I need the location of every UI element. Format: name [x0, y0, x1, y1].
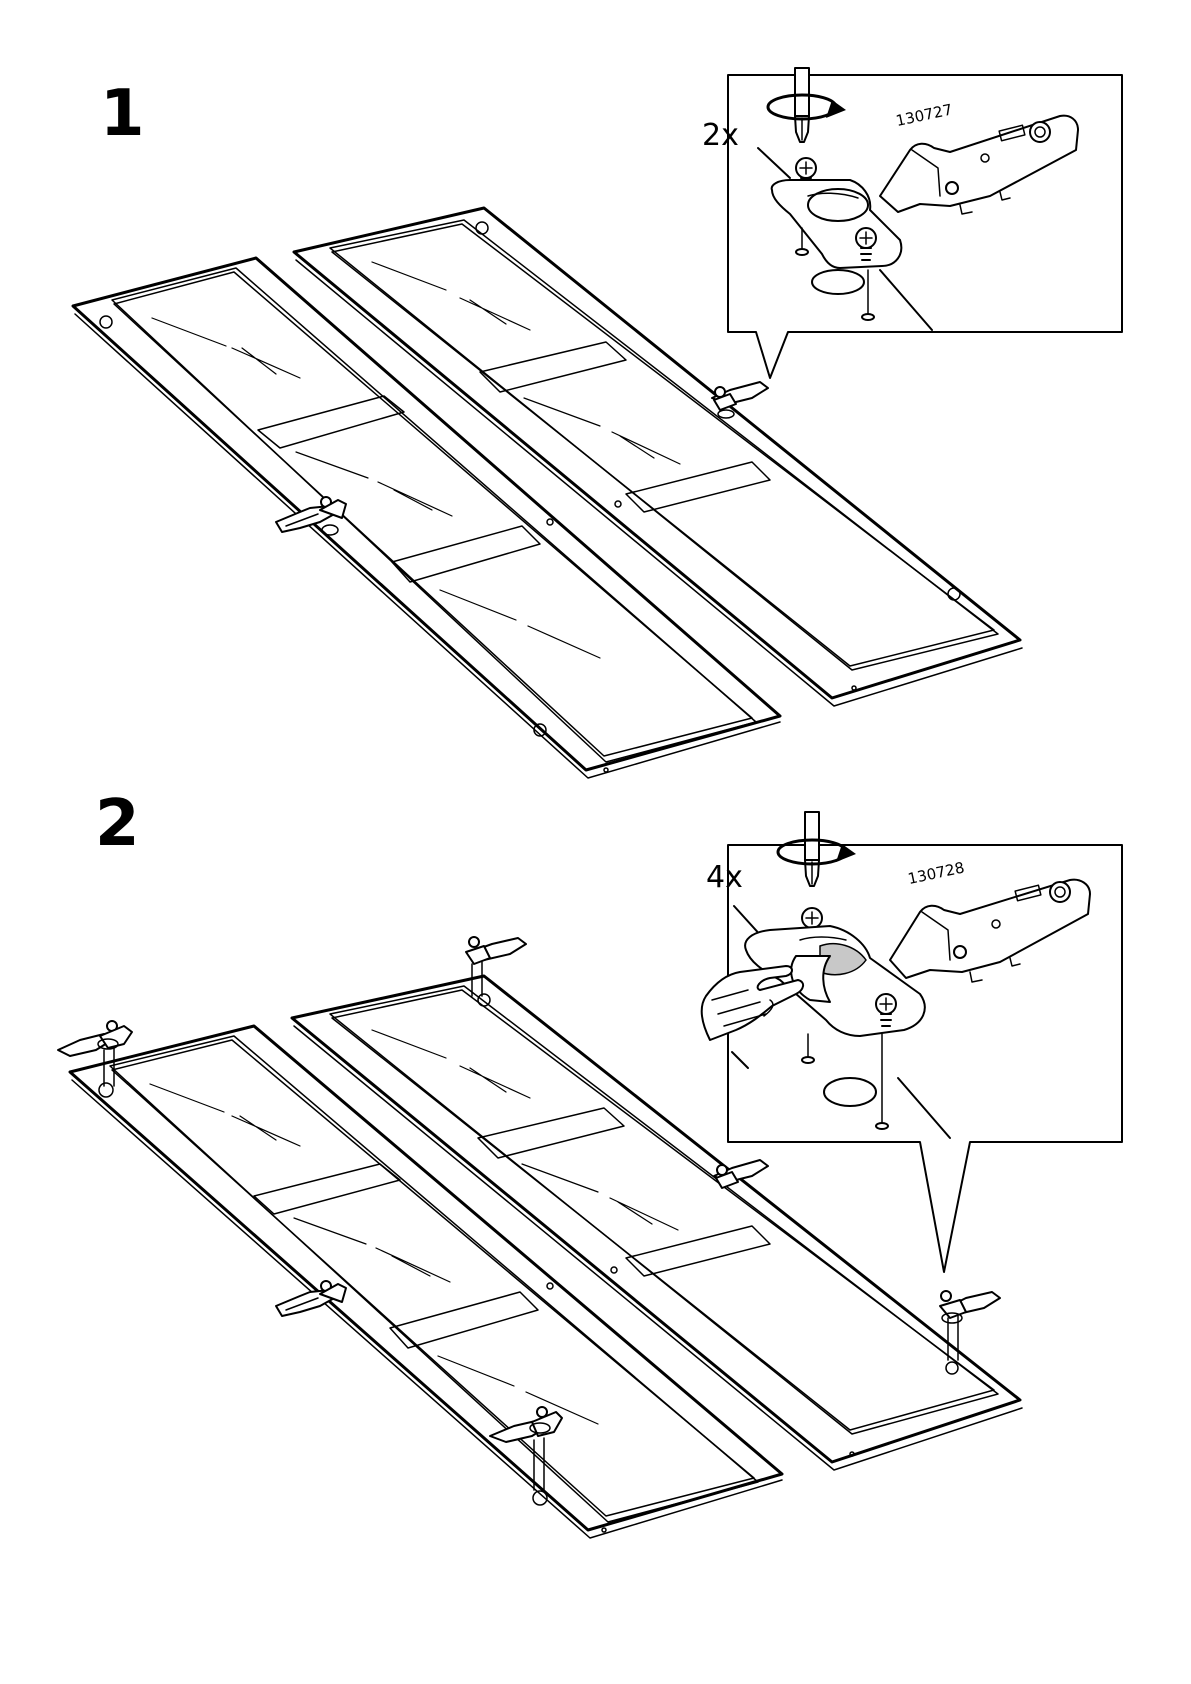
step-2-number: 2 — [95, 792, 138, 856]
step-1-quantity-label: 2x — [702, 118, 739, 153]
step-1-door-panel-right — [294, 208, 1022, 706]
step-2-drill-holes — [732, 1034, 950, 1138]
step-1-screwdriver-icon — [795, 68, 809, 142]
step-2-hinge-bottom-left — [490, 1407, 562, 1490]
step-2-hinge-bottom-right — [940, 1291, 1000, 1360]
step-2-quantity-label: 4x — [706, 860, 743, 895]
step-2-diagram — [58, 812, 1122, 1538]
step-1-leader-line — [758, 148, 790, 178]
step-2-door-panel-left — [70, 1026, 782, 1538]
step-2-hinge-arm — [890, 880, 1090, 982]
step-1-number: 1 — [100, 82, 143, 146]
step-2-screwdriver-icon — [805, 812, 819, 886]
step-1-hinge-small-left — [276, 497, 346, 535]
step-2-hinge-plate — [745, 926, 925, 1036]
step-1-hinge-arm — [880, 116, 1078, 214]
step-2-hinge-mid-right — [714, 1160, 768, 1188]
step-1-door-panel-left — [73, 258, 780, 778]
step-1-diagram — [73, 68, 1122, 778]
